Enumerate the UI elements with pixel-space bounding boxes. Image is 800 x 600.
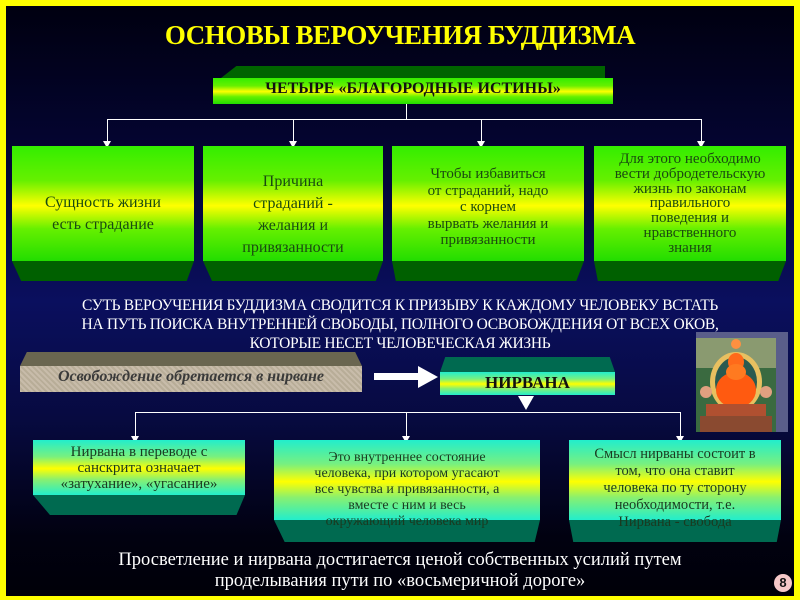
truths-header-box: ЧЕТЫРЕ «БЛАГОРОДНЫЕ ИСТИНЫ» [213,66,613,104]
nirvana-3-line: Смысл нирваны состоит в [594,446,756,462]
nirvana-box-2: Это внутреннее состояние человека, при к… [274,440,540,542]
arrow-down-icon [518,396,534,410]
nirvana-header: НИРВАНА [485,373,570,392]
arrow-down-icon [103,141,111,148]
nirvana-2-line: все чувства и привязанности, а [314,482,500,497]
footer-line: проделывания пути по «восьмеричной дорог… [214,571,586,591]
summary-line: НА ПУТЬ ПОИСКА ВНУТРЕННЕЙ СВОБОДЫ, ПОЛНО… [81,316,719,333]
nirvana-3-line: том, что она ставит [615,463,735,479]
arrow-down-icon [697,141,705,148]
truth-4-line: Для этого необходимо [619,151,761,167]
truth-3-line: вырвать желания и [427,215,549,232]
truth-4-line: жизнь по законам [633,180,747,197]
truth-3-line: от страданий, надо [427,182,549,199]
nirvana-box-3: Смысл нирваны состоит в том, что она ста… [569,440,781,542]
truth-3-line: Чтобы избавиться [430,166,546,182]
truth-2-line: привязанности [242,239,344,256]
truth-1-line: Сущность жизни [44,194,161,211]
nirvana-1-line: «затухание», «угасание» [60,476,218,492]
nirvana-3-line: необходимости, т.е. [614,497,736,513]
truth-box-4: Для этого необходимо вести добродетельск… [594,146,786,281]
nirvana-3-line: Нирвана - свобода [618,514,732,530]
nirvana-1-line: санскрита означает [77,460,201,476]
truth-box-1: Сущность жизни есть страдание [12,146,194,281]
truth-4-line: вести добродетельскую [614,165,766,182]
footer-text: Просветление и нирвана достигается ценой… [6,550,794,592]
truth-3-line: привязанности [440,232,536,248]
footer-line: Просветление и нирвана достигается ценой… [118,550,682,570]
arrow-down-icon [477,141,485,148]
liberation-label: Освобождение обретается в нирване [57,368,325,385]
buddha-image [696,332,788,432]
truth-box-3: Чтобы избавиться от страданий, надо с ко… [392,146,584,281]
slide: ОСНОВЫ ВЕРОУЧЕНИЯ БУДДИЗМА ЧЕТЫРЕ «БЛАГО… [6,6,794,596]
arrow-right-icon [374,366,440,388]
nirvana-2-line: окружающий человека мир [325,514,489,529]
truths-header: ЧЕТЫРЕ «БЛАГОРОДНЫЕ ИСТИНЫ» [265,80,561,97]
truth-4-line: поведения и [650,210,729,227]
truth-2-line: страданий - [253,195,333,212]
slide-title: ОСНОВЫ ВЕРОУЧЕНИЯ БУДДИЗМА [164,20,636,50]
summary-line: КОТОРЫЕ НЕСЕТ ЧЕЛОВЕЧЕСКАЯ ЖИЗНЬ [249,335,551,352]
arrow-down-icon [131,436,139,443]
arrow-down-icon [289,141,297,148]
nirvana-3-line: человека по ту сторону [603,480,747,496]
summary-text: СУТЬ ВЕРОУЧЕНИЯ БУДДИЗМА СВОДИТСЯ К ПРИЗ… [6,296,794,353]
nirvana-2-line: Это внутреннее состояние [328,450,486,465]
arrow-down-icon [676,436,684,443]
page-number-badge: 8 [774,574,792,592]
nirvana-2-line: человека, при котором угасают [314,466,500,481]
truth-4-line: знания [668,239,712,256]
truth-4-line: правильного [649,195,731,212]
truth-1-line: есть страдание [52,216,154,233]
arrow-down-icon [402,436,410,443]
summary-line: СУТЬ ВЕРОУЧЕНИЯ БУДДИЗМА СВОДИТСЯ К ПРИЗ… [81,297,719,314]
truth-2-line: желания и [257,217,329,234]
truth-4-line: нравственного [643,224,737,241]
nirvana-header-box: НИРВАНА [440,357,615,395]
nirvana-1-line: Нирвана в переводе с [70,444,208,460]
truth-2-line: Причина [262,173,324,190]
liberation-box: Освобождение обретается в нирване [16,352,370,394]
truth-3-line: с корнем [459,199,517,215]
nirvana-box-1: Нирвана в переводе с санскрита означает … [33,440,245,518]
nirvana-2-line: вместе с ним и весь [348,498,466,513]
truth-box-2: Причина страданий - желания и привязанно… [203,146,383,281]
buddha-thangka-icon [696,338,776,432]
